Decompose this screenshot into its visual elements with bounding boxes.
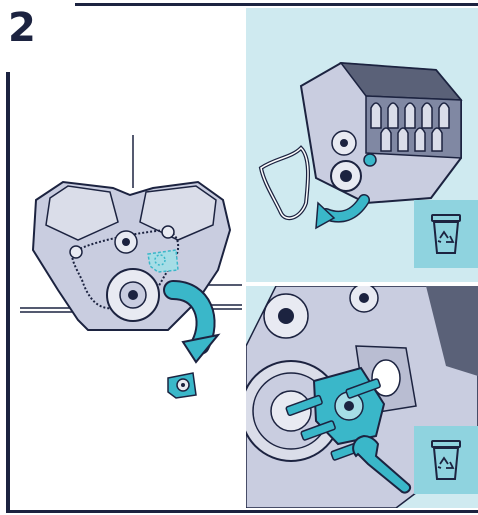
recycle-badge-top — [414, 200, 478, 268]
recycle-bin-icon — [431, 214, 461, 254]
engine-3d-diagram — [258, 61, 463, 230]
top-divider — [75, 3, 478, 6]
left-divider — [6, 72, 10, 512]
detail-panel-top — [246, 8, 478, 282]
detail-panel-bottom — [246, 286, 478, 508]
step-number: 2 — [8, 5, 36, 51]
bottom-divider — [6, 510, 478, 513]
recycle-bin-icon — [431, 440, 461, 480]
curved-arrow-icon — [163, 280, 221, 364]
recycle-badge-bottom — [414, 426, 478, 494]
engine-front-diagram — [20, 135, 242, 399]
idler-pulley-part-icon — [167, 372, 197, 399]
wrench-icon — [352, 434, 412, 494]
